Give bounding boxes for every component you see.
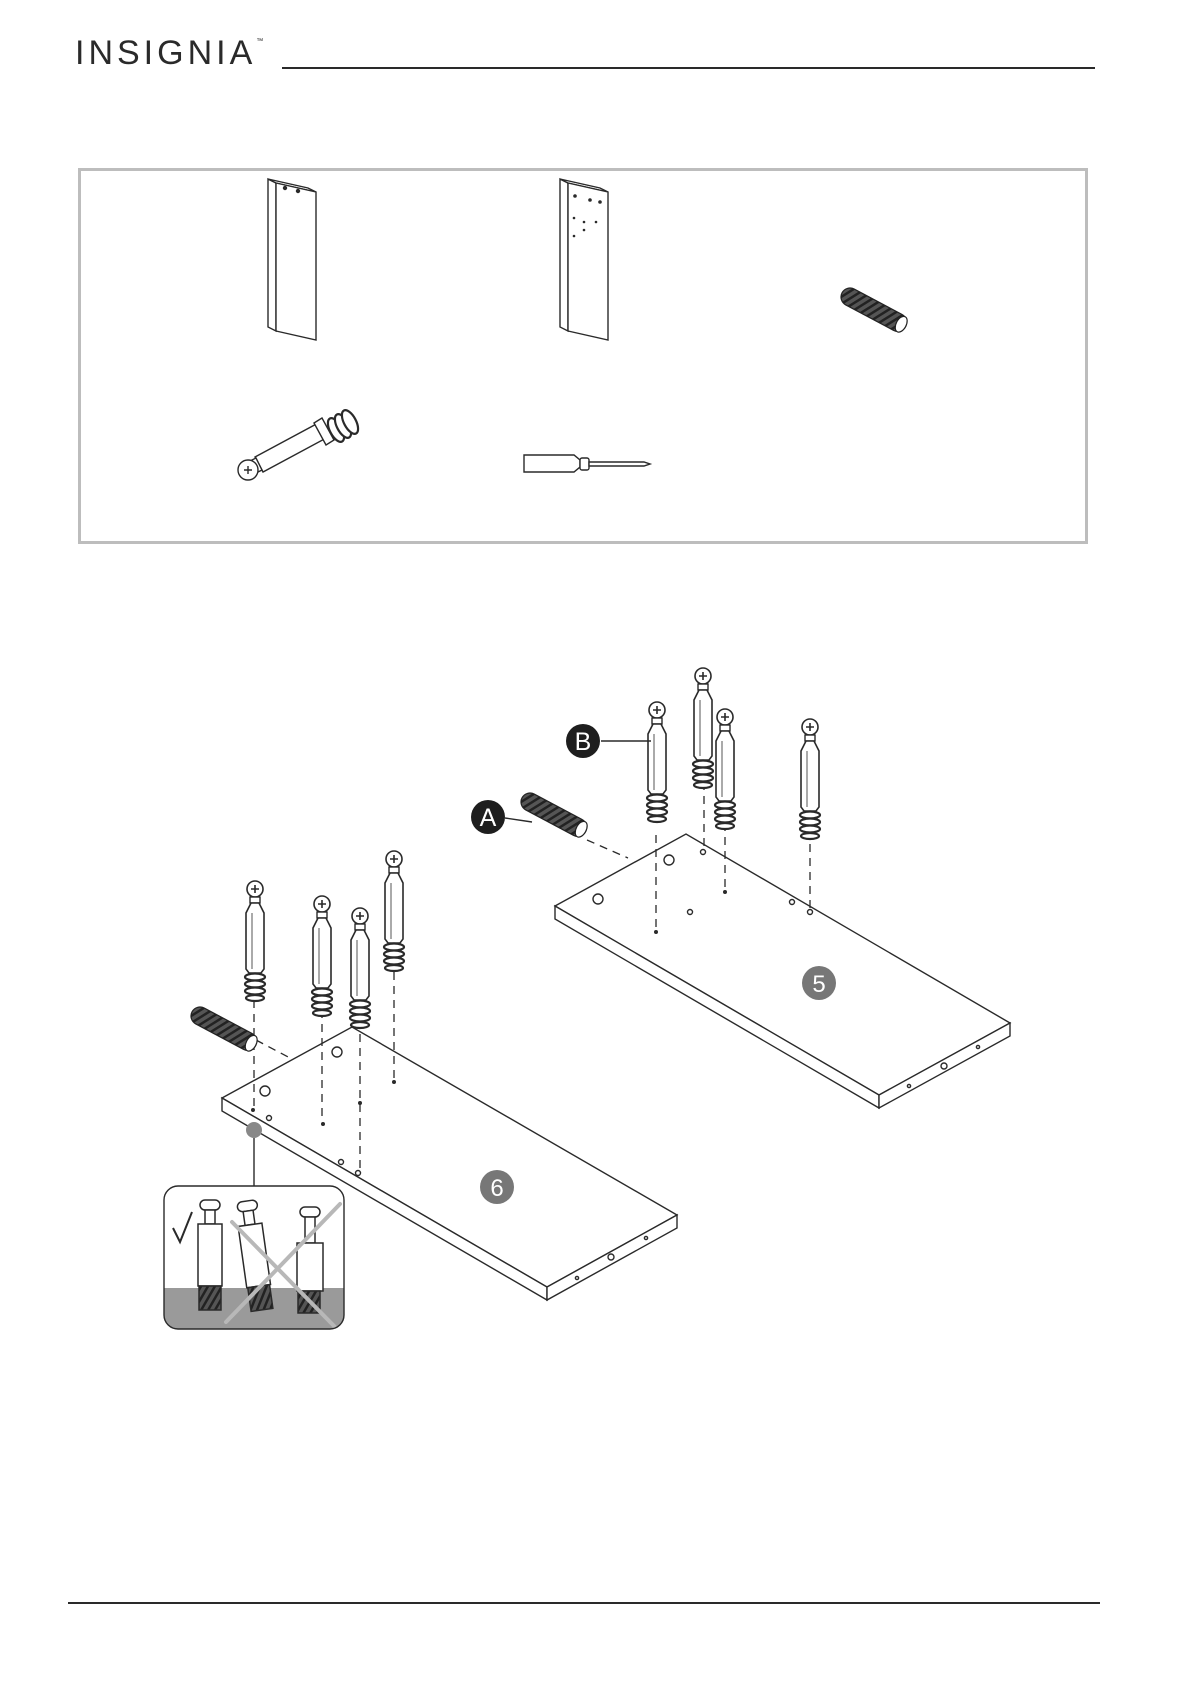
cam-bolt-top-2: [693, 668, 713, 788]
panel-number-5: 5: [802, 966, 836, 1000]
cam-bolt-bottom-3: [350, 908, 370, 1028]
cam-bolt-top-4: [800, 719, 820, 839]
callout-a-label: A: [480, 804, 497, 832]
footer-rule: [68, 1602, 1100, 1604]
wood-dowel-top: [518, 790, 590, 840]
panel-number-6-label: 6: [490, 1175, 503, 1202]
cam-bolt-icon: [238, 408, 361, 480]
cam-bolt-bottom-1: [245, 881, 265, 1001]
cam-bolt-top-1: [647, 702, 667, 822]
callout-b-label: B: [575, 728, 592, 756]
wood-dowel-bottom: [188, 1004, 260, 1054]
cam-bolt-bottom-2: [312, 896, 332, 1016]
panel-plain-icon: [268, 179, 316, 340]
cam-bolt-top-3: [715, 709, 735, 829]
callout-b: B: [566, 724, 651, 758]
panel-number-5-label: 5: [812, 971, 825, 998]
shelf-panel-5: [555, 834, 1010, 1108]
wood-dowel-icon: [838, 285, 910, 335]
panel-number-6: 6: [480, 1170, 514, 1204]
panel-drilled-icon: [560, 179, 608, 340]
phillips-screwdriver-icon: [524, 455, 650, 472]
cam-bolt-bottom-4: [384, 851, 404, 971]
